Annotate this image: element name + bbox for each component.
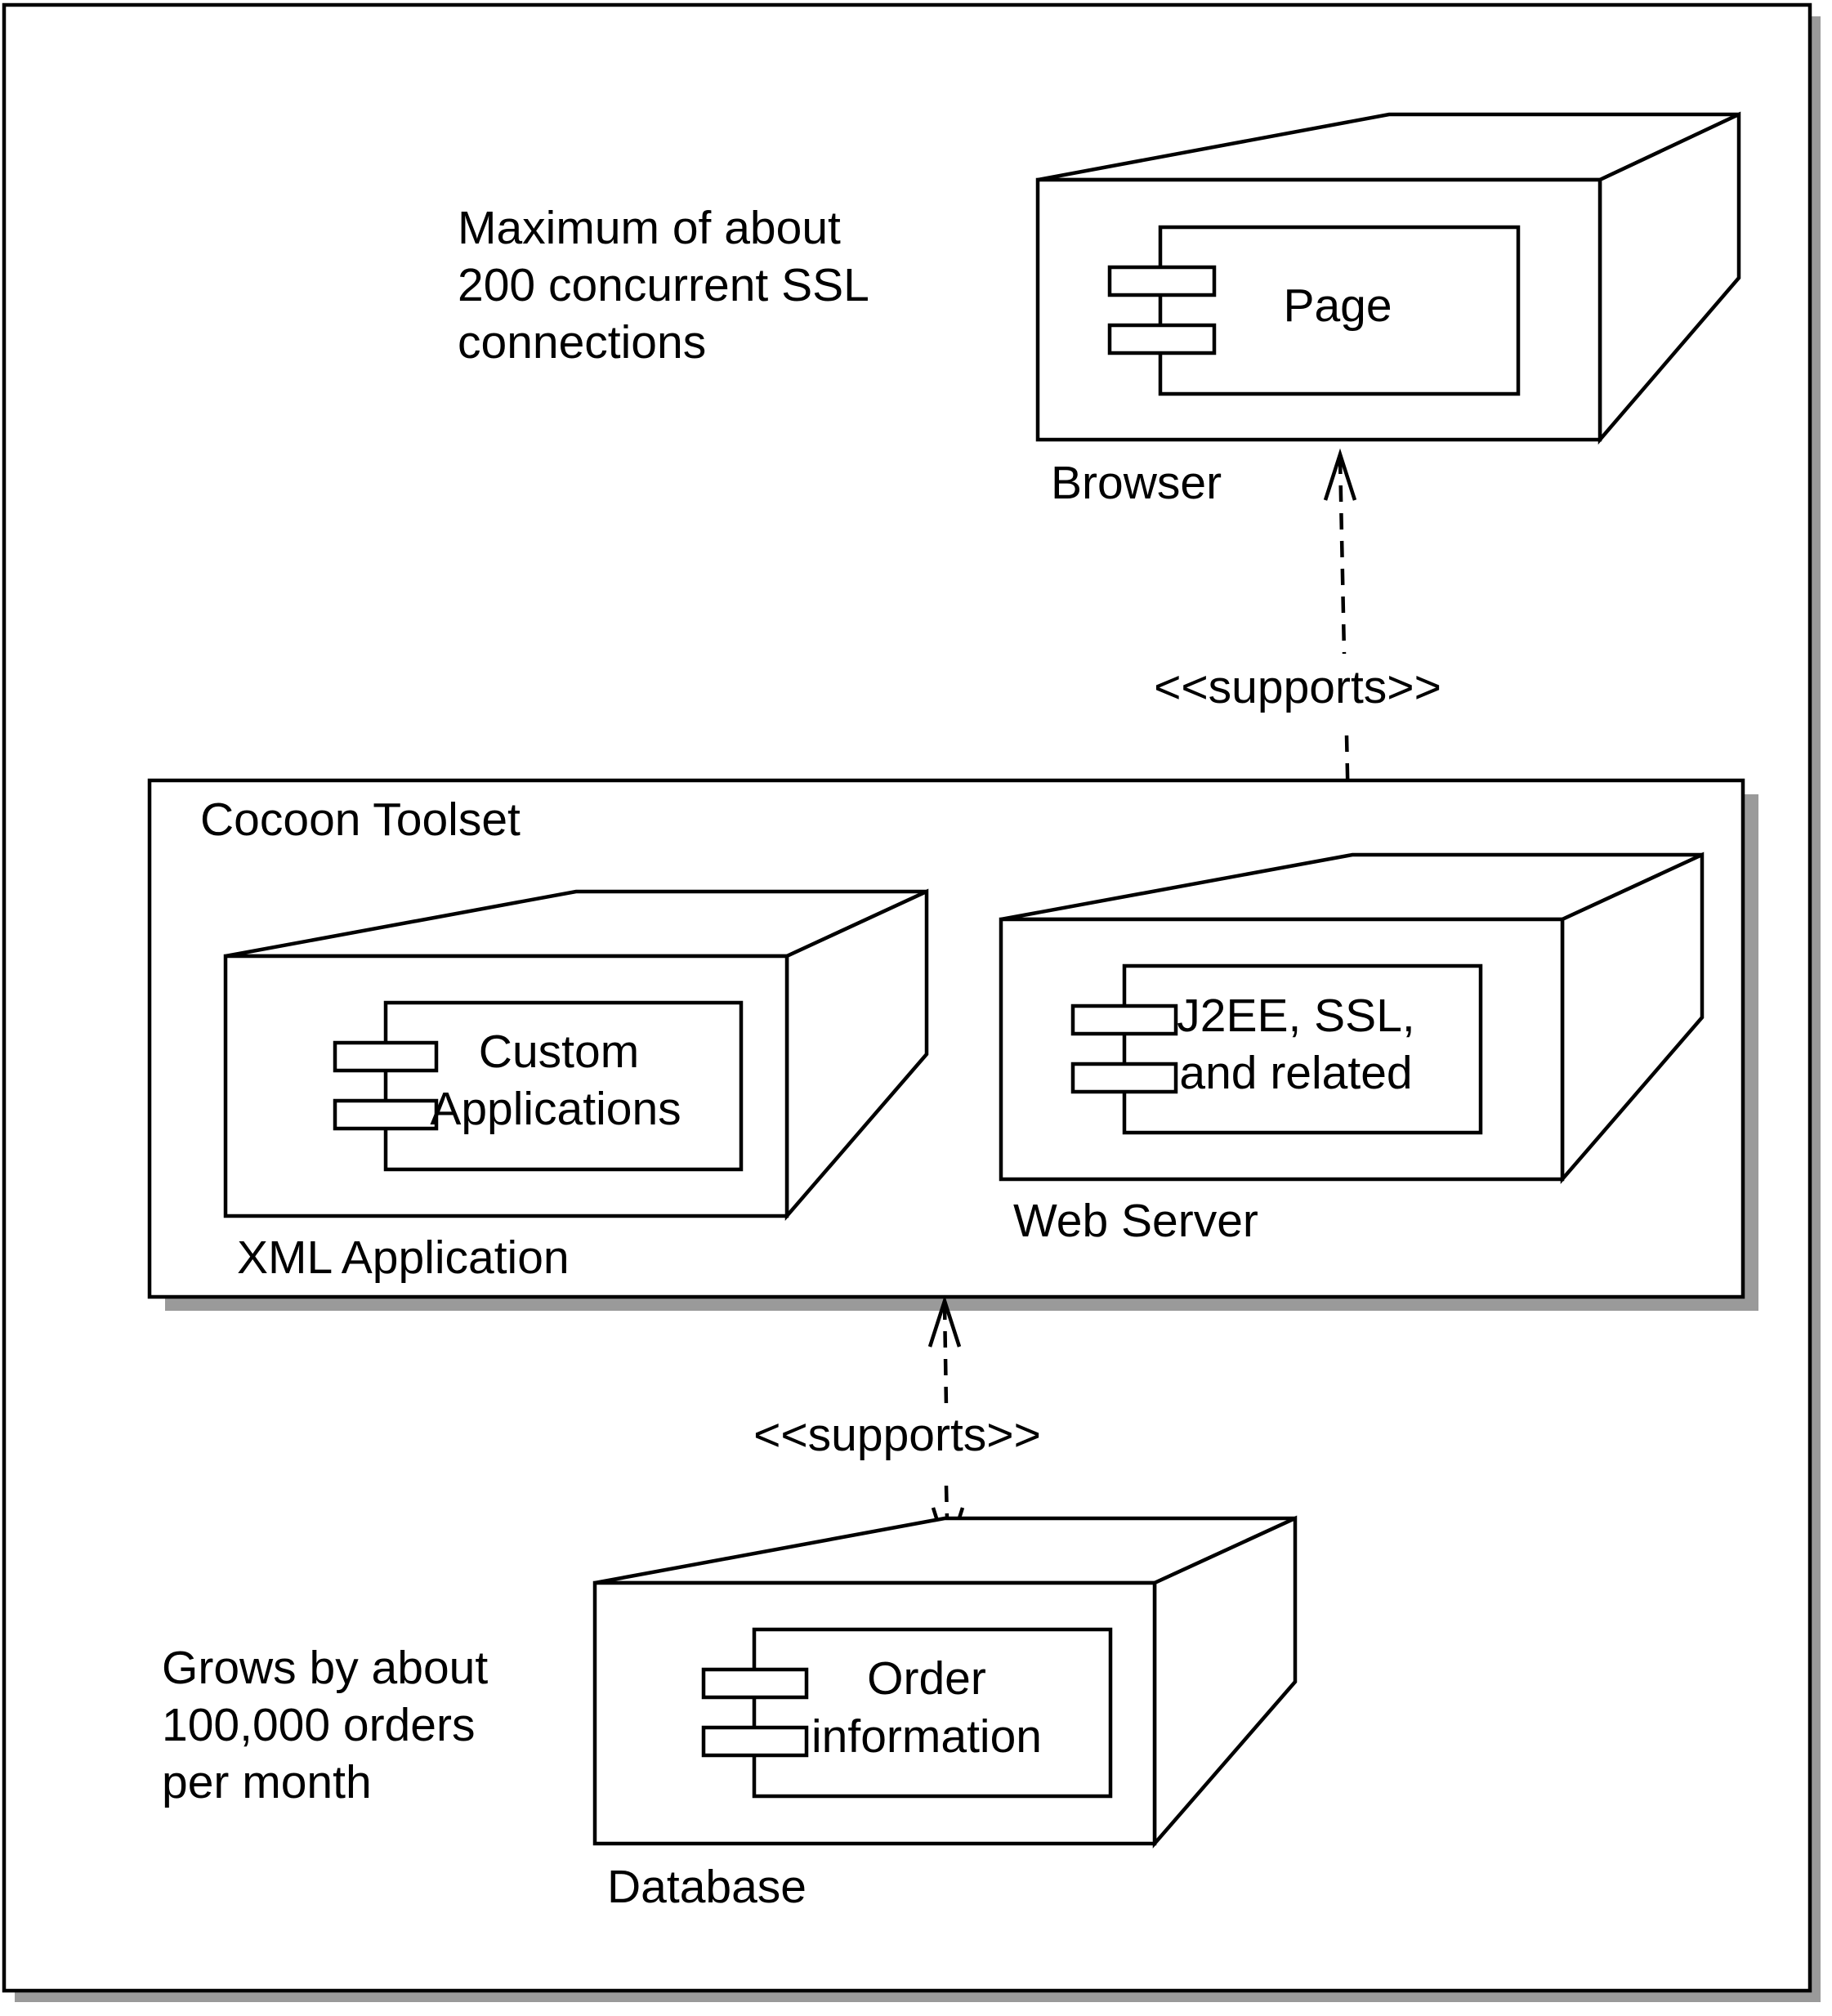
component-custom-applications-line-2: Applications [430,1083,681,1135]
component-page-port-top [1107,265,1217,297]
component-j2ee-ssl-port-bottom [1070,1062,1178,1094]
component-custom-applications-line-1: Custom [479,1026,639,1078]
component-j2ee-ssl-line-1: J2EE, SSL, [1177,990,1415,1042]
connector-browser-webserver-line-upper [1338,457,1347,655]
component-page-label: Page [1283,279,1392,332]
component-order-information-line-2: information [811,1710,1042,1763]
note-db-growth: Grows by about 100,000 orders per month [162,1642,488,1808]
node-database[interactable]: Order information Database [592,1515,1298,1913]
connector-toolset-database-line-upper [942,1303,949,1408]
node-browser-label: Browser [1051,457,1222,509]
node-xml-application[interactable]: Custom Applications XML Application [223,888,929,1284]
node-xml-application-label: XML Application [237,1232,570,1284]
note-db-growth-line-2: 100,000 orders [162,1699,475,1751]
node-web-server-label: Web Server [1013,1195,1258,1247]
component-order-information-port-bottom [701,1725,809,1758]
node-database-label: Database [607,1861,807,1913]
package-cocoon-toolset-label: Cocoon Toolset [200,793,521,846]
note-db-growth-line-3: per month [162,1756,372,1808]
connector-browser-webserver-stereotype: <<supports>> [1154,661,1441,713]
node-web-server[interactable]: J2EE, SSL, and related Web Server [999,852,1705,1247]
note-db-growth-line-1: Grows by about [162,1642,488,1694]
component-custom-applications-port-top [333,1040,439,1073]
note-ssl-limit: Maximum of about 200 concurrent SSL conn… [458,202,869,369]
component-j2ee-ssl-body [1122,963,1483,1135]
component-page[interactable]: Page [1107,225,1521,396]
component-custom-applications[interactable]: Custom Applications [333,1000,744,1172]
connector-toolset-database: <<supports>> [753,1294,1041,1561]
node-browser[interactable]: Page Browser [1035,111,1741,509]
component-order-information-body [752,1627,1113,1799]
arrowhead-up-icon [1323,448,1357,501]
component-page-body [1158,225,1521,396]
component-custom-applications-body [383,1000,744,1172]
arrowhead-up-icon [927,1294,962,1348]
component-custom-applications-port-bottom [333,1098,439,1131]
component-j2ee-ssl-line-2: and related [1179,1047,1412,1099]
note-ssl-limit-line-2: 200 concurrent SSL [458,259,869,311]
note-ssl-limit-line-3: connections [458,316,706,369]
note-ssl-limit-line-1: Maximum of about [458,202,841,254]
component-page-port-bottom [1107,323,1217,355]
component-order-information[interactable]: Order information [701,1627,1113,1799]
component-j2ee-ssl-port-top [1070,1004,1178,1036]
component-order-information-port-top [701,1667,809,1700]
component-order-information-line-1: Order [867,1652,986,1705]
component-j2ee-ssl[interactable]: J2EE, SSL, and related [1070,963,1483,1135]
connector-toolset-database-stereotype: <<supports>> [753,1409,1041,1461]
